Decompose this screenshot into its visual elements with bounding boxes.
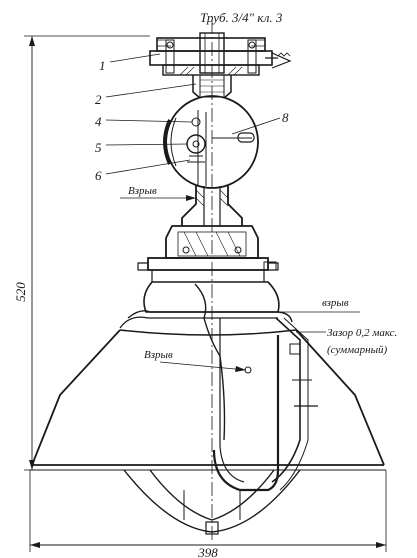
explosion-label-lower: Взрыв [144,349,173,361]
pipe-label: Труб. 3/4" кл. 3 [200,10,283,25]
dimension-height-label: 520 [13,282,28,302]
explosion-label-right: взрыв [322,297,349,309]
upper-body [119,281,293,329]
glass-dome [123,317,318,535]
dimension-width-label: 398 [197,545,218,558]
dimension-height [24,35,150,471]
part-label-6: 6 [95,168,102,183]
mounting-head [149,32,292,76]
flange [137,257,279,282]
part-label-4: 4 [95,114,102,129]
leader-lines [105,53,360,372]
gap-label-line2: (суммарный) [327,344,388,356]
stem [181,186,243,226]
part-label-8: 8 [282,110,289,125]
neck [192,74,232,99]
sphere-body [163,95,259,189]
part-label-1: 1 [99,58,106,73]
gap-label-line1: Зазор 0,2 макс. [327,327,397,339]
part-label-5: 5 [95,140,102,155]
part-label-2: 2 [95,92,102,107]
explosion-label-upper: Взрыв [128,185,157,197]
dimension-width [29,470,387,552]
